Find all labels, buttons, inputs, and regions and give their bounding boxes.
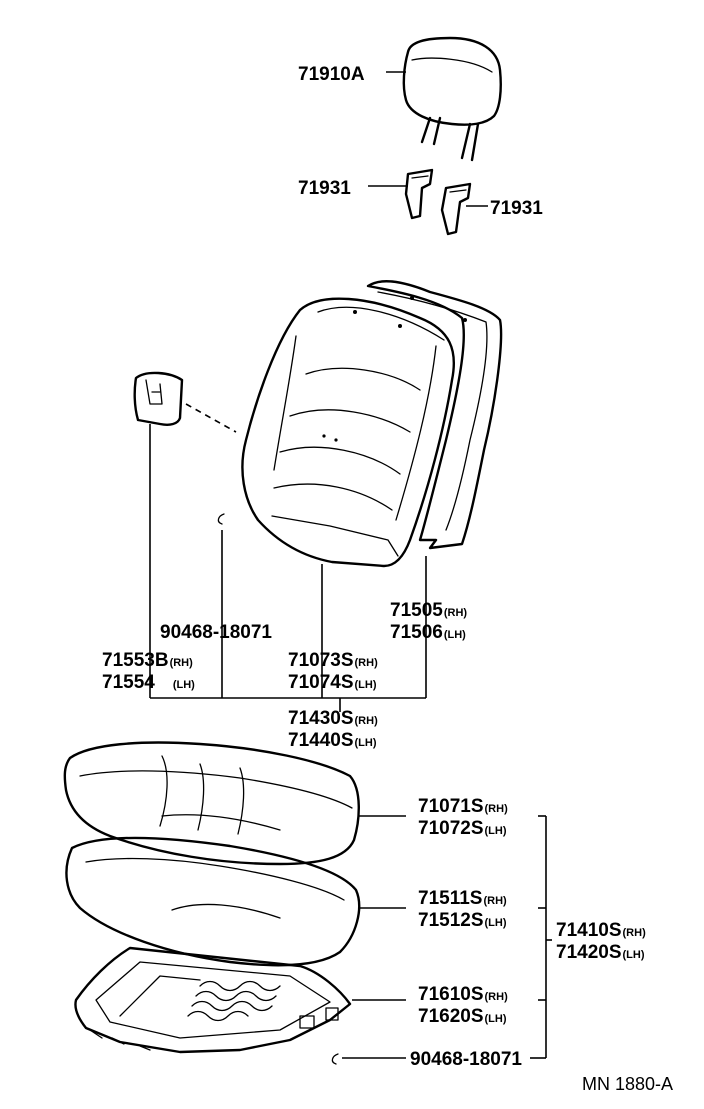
label-cover-lh-group: 71554 (LH) <box>102 672 195 693</box>
label-back-pad-rh-side: (RH) <box>444 607 468 619</box>
label-back-assy-lh-group: 71440S(LH) <box>288 730 377 751</box>
figure-code: MN 1880-A <box>582 1074 673 1094</box>
label-support-right: 71931 <box>490 198 543 219</box>
label-frame-rh-side: (RH) <box>485 991 509 1003</box>
label-cover-rh: 71553B <box>102 650 169 671</box>
headrest-support-left-drawing <box>404 168 434 220</box>
label-back-cover-rh: 71073S <box>288 650 354 671</box>
label-cover-lh-side: (LH) <box>173 679 195 691</box>
label-cushion-cover-rh-group: 71071S(RH) <box>418 796 508 817</box>
label-cover-lh: 71554 <box>102 672 155 693</box>
label-back-cover-lh-group: 71074S(LH) <box>288 672 377 693</box>
clip-lower-drawing <box>331 1053 339 1065</box>
label-cover-rh-group: 71553B(RH) <box>102 650 193 671</box>
headrest-support-right-drawing <box>440 182 472 236</box>
label-support-left: 71931 <box>298 178 351 199</box>
label-cushion-pad-rh-group: 71511S(RH) <box>418 888 507 909</box>
headrest-drawing <box>402 36 502 162</box>
label-seat-assy-lh: 71420S <box>556 942 622 963</box>
label-seat-assy-rh-side: (RH) <box>623 927 647 939</box>
label-seat-assy-lh-side: (LH) <box>623 949 645 961</box>
label-cushion-cover-lh-side: (LH) <box>485 825 507 837</box>
seat-back-frame-drawing <box>366 280 503 550</box>
label-back-assy-lh: 71440S <box>288 730 354 751</box>
clip-upper-drawing <box>217 513 225 525</box>
side-cover-guide-line <box>185 403 237 433</box>
label-back-pad-rh-group: 71505(RH) <box>390 600 467 621</box>
seat-back-cushion-drawing <box>241 297 456 568</box>
label-seat-assy-lh-group: 71420S(LH) <box>556 942 645 963</box>
seat-frame-drawing <box>74 946 352 1054</box>
label-back-pad-lh: 71506 <box>390 622 443 643</box>
label-cushion-pad-lh-group: 71512S(LH) <box>418 910 507 931</box>
label-cushion-pad-rh: 71511S <box>418 888 482 909</box>
label-back-assy-rh: 71430S <box>288 708 354 729</box>
label-back-assy-lh-side: (LH) <box>355 737 377 749</box>
label-seat-assy-rh: 71410S <box>556 920 622 941</box>
label-cushion-cover-rh: 71071S <box>418 796 484 817</box>
label-cushion-pad-rh-side: (RH) <box>483 895 507 907</box>
label-back-pad-rh: 71505 <box>390 600 443 621</box>
label-back-cover-rh-group: 71073S(RH) <box>288 650 378 671</box>
label-cushion-cover-lh-group: 71072S(LH) <box>418 818 507 839</box>
label-frame-lh: 71620S <box>418 1006 484 1027</box>
label-frame-lh-side: (LH) <box>485 1013 507 1025</box>
label-cover-rh-side: (RH) <box>170 657 194 669</box>
label-back-assy-rh-group: 71430S(RH) <box>288 708 378 729</box>
cushion-cover-drawing <box>63 741 360 866</box>
label-back-cover-lh-side: (LH) <box>355 679 377 691</box>
label-cushion-cover-rh-side: (RH) <box>485 803 509 815</box>
label-cushion-pad-lh: 71512S <box>418 910 484 931</box>
label-frame-rh-group: 71610S(RH) <box>418 984 508 1005</box>
label-cushion-cover-lh: 71072S <box>418 818 484 839</box>
label-seat-assy-rh-group: 71410S(RH) <box>556 920 646 941</box>
label-back-cover-lh: 71074S <box>288 672 354 693</box>
label-frame-lh-group: 71620S(LH) <box>418 1006 507 1027</box>
side-cover-drawing <box>133 371 184 426</box>
label-headrest: 71910A <box>298 64 365 85</box>
leader-lines <box>149 71 552 1059</box>
cushion-pad-drawing <box>65 836 361 967</box>
label-bolt-upper: 90468-18071 <box>160 622 272 643</box>
label-frame-rh: 71610S <box>418 984 484 1005</box>
label-back-pad-lh-side: (LH) <box>444 629 466 641</box>
label-cushion-pad-lh-side: (LH) <box>485 917 507 929</box>
label-bolt-lower: 90468-18071 <box>410 1049 522 1070</box>
label-back-pad-lh-group: 71506(LH) <box>390 622 466 643</box>
label-back-assy-rh-side: (RH) <box>355 715 379 727</box>
label-back-cover-rh-side: (RH) <box>355 657 379 669</box>
